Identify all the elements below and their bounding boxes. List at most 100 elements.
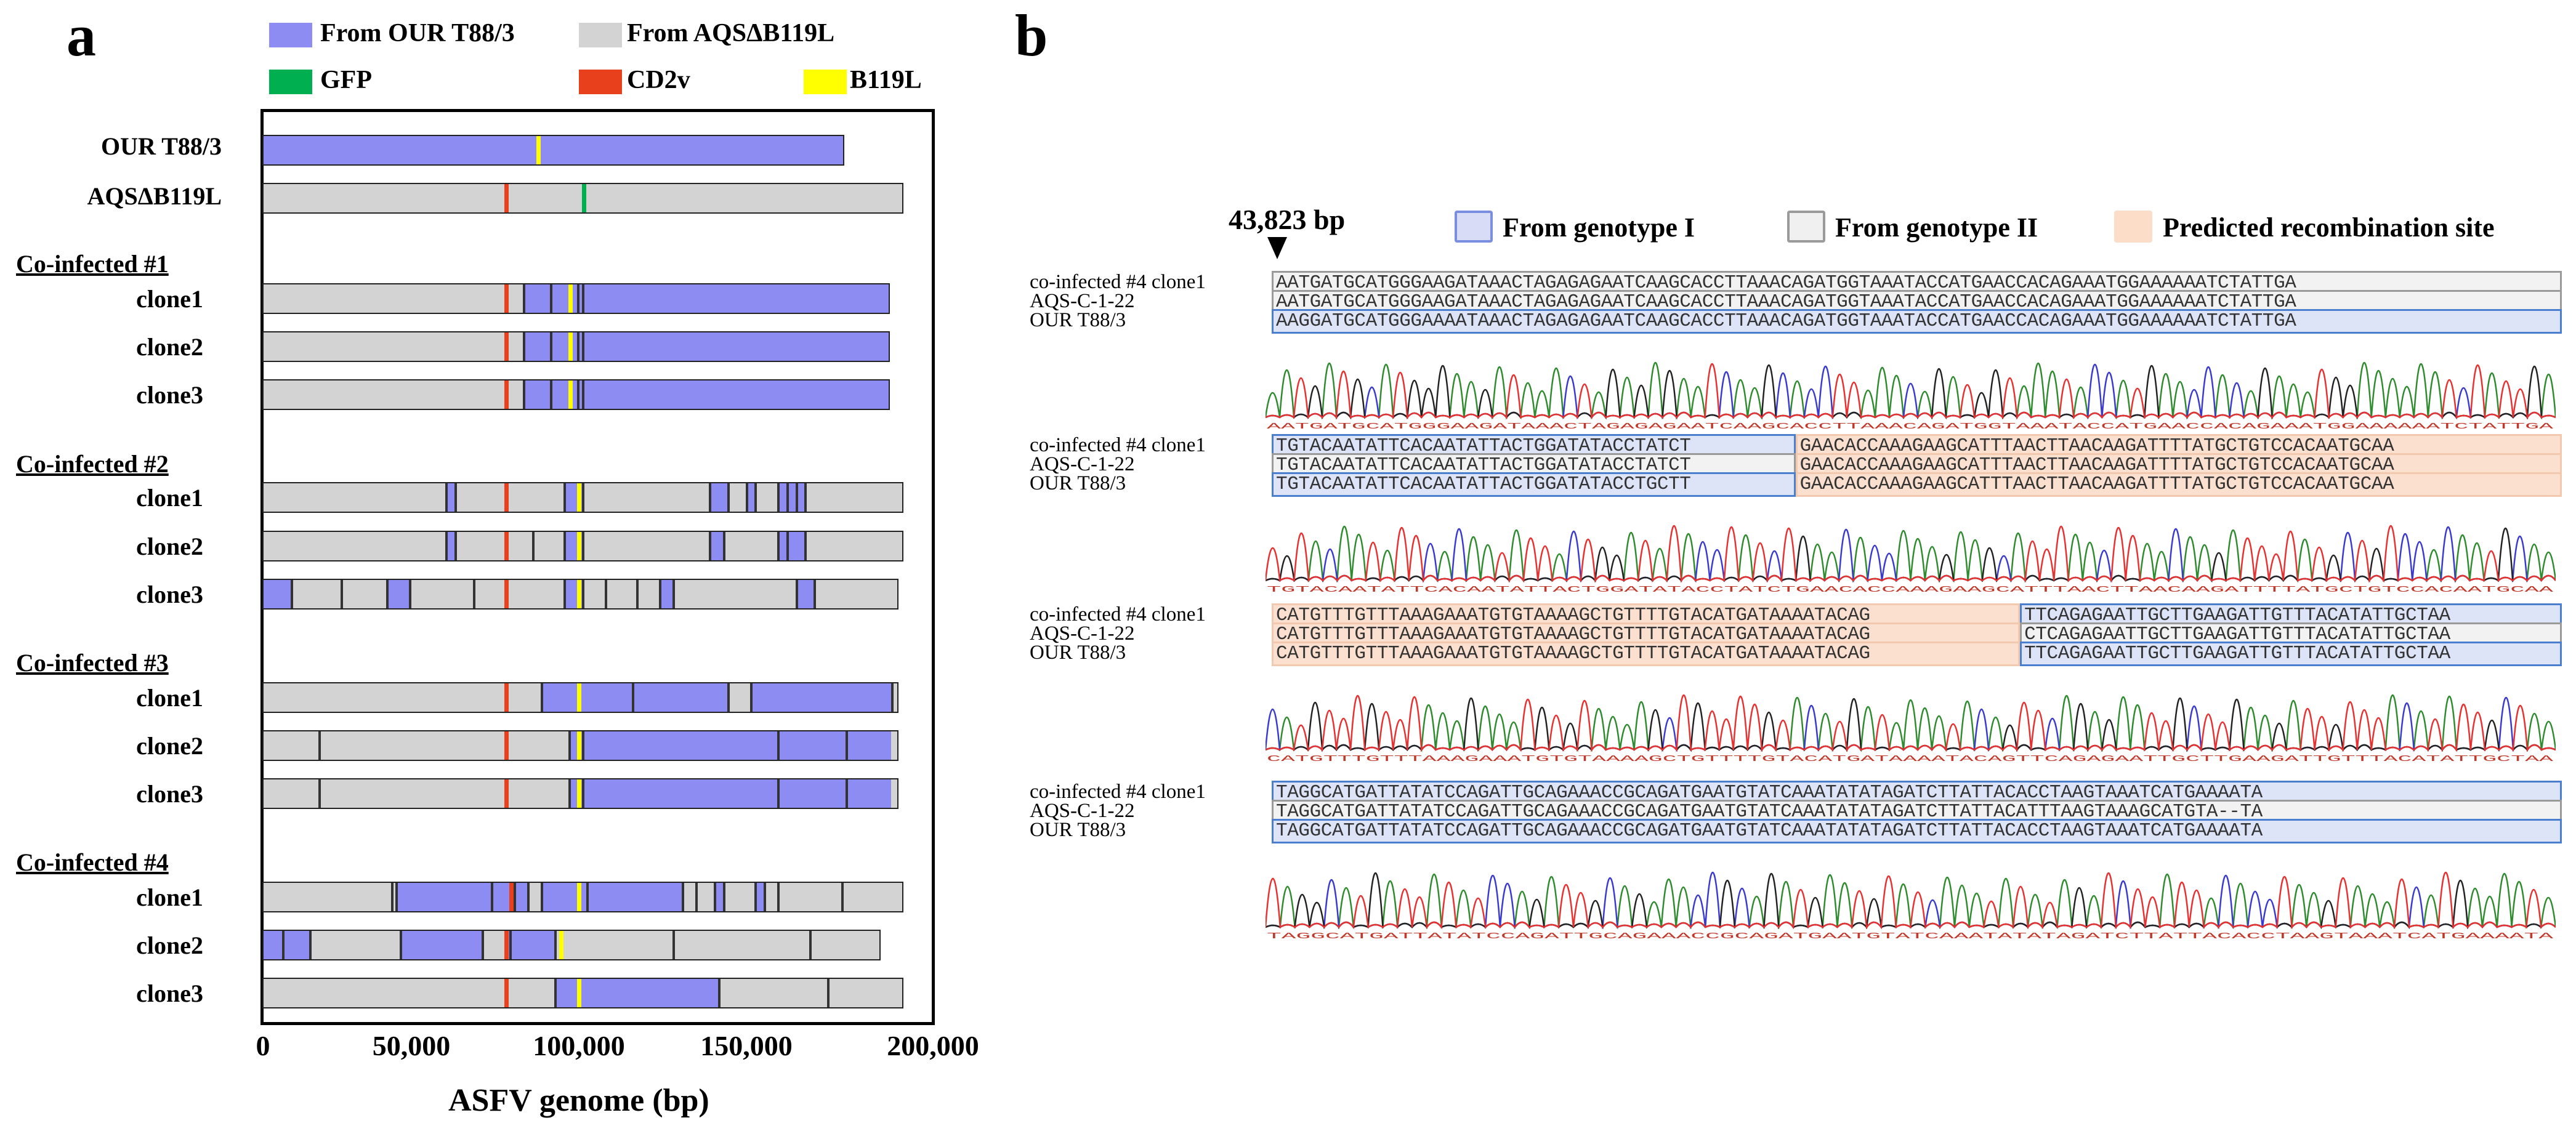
legend-label-aqs: From AQSΔB119L <box>627 19 835 47</box>
breakpoint-line <box>581 580 584 608</box>
breakpoint-line <box>445 532 448 560</box>
genome-bar-our-t88 <box>262 135 844 166</box>
b119l-marker <box>577 483 582 512</box>
x-tick-label: 200,000 <box>887 1030 979 1061</box>
legend-label-b119l: B119L <box>850 66 922 94</box>
breakpoint-line <box>563 580 567 608</box>
breakpoint-line <box>522 332 525 361</box>
group-title-2: Co-infected #2 <box>16 450 169 478</box>
breakpoint-line <box>568 731 571 760</box>
sequence-row: TAGGCATGATTATATCCAGATTGCAGAAACCGCAGATGAA… <box>1272 819 2562 843</box>
sequence-row-left: CATGTTTGTTTAAAGAAATGTGTAAAAGCTGTTTTGTACA… <box>1272 642 2021 666</box>
breakpoint-line <box>804 483 807 512</box>
our-t88-segment <box>400 931 482 959</box>
genome-bar-clone <box>262 730 899 761</box>
clone-label: clone2 <box>136 932 203 959</box>
our-t88-segment <box>777 731 891 760</box>
clone-label: clone2 <box>136 333 203 361</box>
breakpoint-line <box>764 883 767 911</box>
our-t88-segment <box>504 931 555 959</box>
sequence-row-right: GAACACCAAAGAAGCATTTAACTTAACAAGATTTTATGCT… <box>1795 472 2562 497</box>
sequence-row-label: OUR T88/3 <box>1030 472 1126 494</box>
trace-t <box>1266 363 2556 420</box>
breakpoint-line <box>586 883 589 911</box>
breakpoint-line <box>845 779 848 808</box>
our-t88-segment <box>777 532 805 560</box>
trace-g <box>1266 364 2556 420</box>
clone-label: clone3 <box>136 581 203 608</box>
clone-label: clone3 <box>136 780 203 808</box>
legend-swatch-gfp <box>269 70 312 94</box>
b119l-marker <box>568 284 573 313</box>
x-axis-title: ASFV genome (bp) <box>448 1083 709 1118</box>
breakpoint-line <box>659 580 662 608</box>
breakpoint-line <box>754 883 757 911</box>
cd2v-marker <box>504 779 509 808</box>
breakpoint-line <box>795 483 798 512</box>
cd2v-marker <box>504 483 509 512</box>
legend-genotype-i-swatch <box>1455 211 1493 243</box>
breakpoint-line <box>386 580 389 608</box>
breakpoint-line <box>400 931 403 959</box>
genome-bar-clone <box>262 283 890 314</box>
breakpoint-line <box>541 683 544 712</box>
clone-label: clone1 <box>136 684 203 712</box>
sequence-row-label: AQS-C-1-22 <box>1030 800 1135 822</box>
group-title-1: Co-infected #1 <box>16 250 169 278</box>
breakpoint-line <box>786 532 789 560</box>
breakpoint-line <box>550 332 553 361</box>
sequence-row-label: co-infected #4 clone1 <box>1030 781 1206 803</box>
breakpoint-line <box>727 483 730 512</box>
sequence-row-label: OUR T88/3 <box>1030 309 1126 331</box>
chromatogram-base-calls: AATGATGCATGGGAAGATAAACTAGAGAGAATCAAGCACC… <box>1267 422 2554 432</box>
breakpoint-line <box>672 931 676 959</box>
breakpoint-line <box>604 580 607 608</box>
cd2v-marker <box>504 284 509 313</box>
breakpoint-line <box>749 683 753 712</box>
breakpoint-line <box>395 883 398 911</box>
genome-bar-clone <box>262 379 890 410</box>
breakpoint-line <box>745 483 748 512</box>
breakpoint-line <box>341 580 344 608</box>
our-t88-segment <box>395 883 528 911</box>
breakpoint-line <box>482 931 485 959</box>
breakpoint-line <box>709 532 712 560</box>
b119l-marker <box>559 931 563 959</box>
group-title-3: Co-infected #3 <box>16 649 169 677</box>
legend-label-our-t88: From OUR T88/3 <box>320 19 515 47</box>
trace-a <box>1266 872 2556 930</box>
b119l-marker <box>577 779 582 808</box>
breakpoint-line <box>581 380 584 409</box>
our-t88-segment <box>709 483 727 512</box>
panel-a-letter: a <box>67 2 96 68</box>
b119l-marker <box>577 883 582 911</box>
breakpoint-line <box>522 380 525 409</box>
breakpoint-line <box>472 580 475 608</box>
breakpoint-line <box>777 883 780 911</box>
our-t88-segment <box>659 580 673 608</box>
trace-a <box>1266 694 2556 752</box>
breakpoint-line <box>309 931 312 959</box>
breakpoint-line <box>814 580 817 608</box>
breakpoint-line <box>841 883 844 911</box>
cd2v-marker <box>504 532 509 560</box>
breakpoint-line <box>291 580 294 608</box>
legend-swatch-our-t88 <box>269 23 312 47</box>
breakpoint-line <box>577 284 580 313</box>
breakpoint-line <box>718 979 721 1007</box>
breakpoint-line <box>454 483 458 512</box>
x-tick-label: 50,000 <box>372 1030 451 1061</box>
x-tick-label: 100,000 <box>533 1030 625 1061</box>
cd2v-marker <box>504 731 509 760</box>
breakpoint-line <box>722 532 725 560</box>
trace-a <box>1266 361 2556 420</box>
trace-t <box>1266 871 2556 930</box>
genome-bar-clone <box>262 579 899 610</box>
cd2v-marker <box>504 683 509 712</box>
breakpoint-line <box>804 532 807 560</box>
sequence-row-label: AQS-C-1-22 <box>1030 290 1135 312</box>
legend-label-cd2v: CD2v <box>627 66 690 94</box>
genome-bar-clone <box>262 882 903 912</box>
breakpoint-line <box>445 483 448 512</box>
our-t88-segment <box>568 731 778 760</box>
